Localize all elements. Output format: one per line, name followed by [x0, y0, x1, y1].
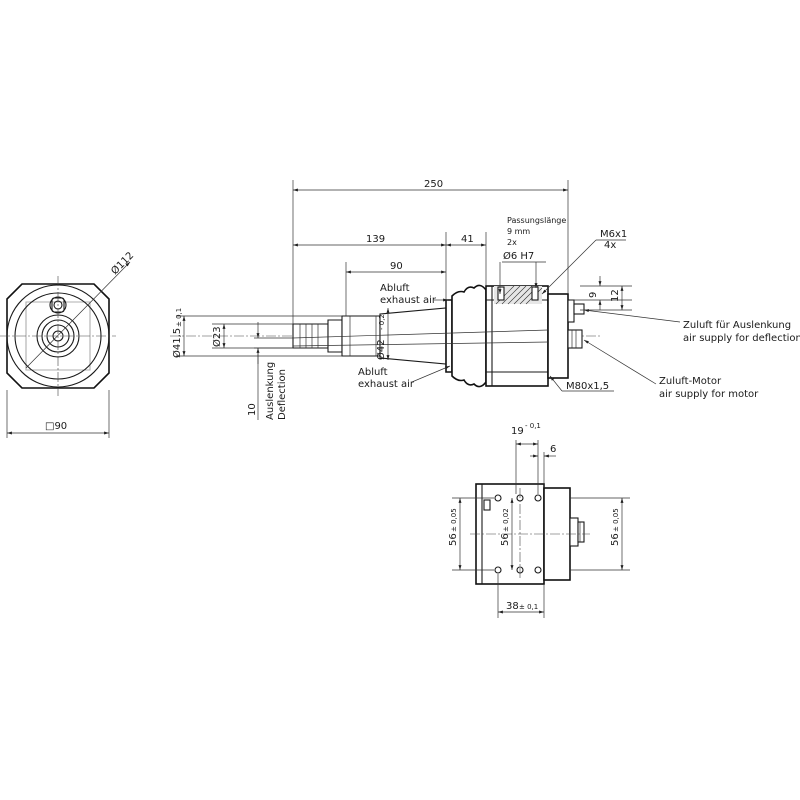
dim-250-label: 250 [424, 179, 443, 190]
dim-56-mid-label: 56 [500, 533, 511, 546]
auslenkung-en-label: Deflection [277, 369, 288, 420]
rear-view: 19 - 0,1 6 56 ± 0,05 56 ± 0,02 56 ± 0,05… [448, 422, 630, 618]
dia-112-label: Ø112 [109, 250, 137, 278]
side-view: 250 139 41 90 Ø41,5 ± 0,1 Ø23 Ø42 - 0,2 [170, 179, 800, 420]
dim-56-left-label: 56 [448, 533, 459, 546]
abluft-bottom-en-label: exhaust air [358, 379, 415, 390]
dim-139-label: 139 [366, 234, 385, 245]
abluft-top-de-label: Abluft [380, 283, 410, 294]
zuluft-deflection-en-label: air supply for deflection [683, 333, 800, 344]
dim-56-left-tol: ± 0,05 [450, 508, 458, 532]
dim-56-right-label: 56 [610, 533, 621, 546]
dia-41-5-label: Ø41,5 [171, 328, 183, 358]
offset-10-label: 10 [247, 403, 258, 416]
dim-9-label: 9 [588, 292, 599, 298]
dim-12-label: 12 [610, 289, 621, 302]
zuluft-deflection-de-label: Zuluft für Auslenkung [683, 320, 791, 331]
zuluft-motor-en-label: air supply for motor [659, 389, 759, 400]
abluft-bottom-de-label: Abluft [358, 367, 388, 378]
zuluft-motor-de-label: Zuluft-Motor [659, 376, 722, 387]
dim-38-tol: ± 0,1 [519, 603, 538, 611]
dim-6-label: 6 [550, 444, 556, 455]
thread-m6-label: M6x1 [600, 229, 627, 240]
passungslaenge-count-label: 2x [507, 238, 517, 247]
passungslaenge-value-label: 9 mm [507, 227, 530, 236]
dim-56-right-tol: ± 0,05 [612, 508, 620, 532]
dim-56-mid-tol: ± 0,02 [502, 508, 510, 532]
square-90-label: □90 [45, 421, 67, 432]
dim-90-label: 90 [390, 261, 403, 272]
front-view: Ø112 □90 [0, 250, 136, 438]
dim-19-tol: - 0,1 [525, 422, 541, 430]
dia-42-label: Ø42 [375, 339, 387, 360]
auslenkung-de-label: Auslenkung [265, 362, 276, 420]
thread-m6-count-label: 4x [604, 240, 616, 251]
fit-bore-label: Ø6 H7 [503, 250, 534, 262]
dia-42-tol: - 0,2 [378, 314, 386, 330]
dim-19-label: 19 [511, 426, 524, 437]
dim-41-label: 41 [461, 234, 474, 245]
thread-m80-label: M80x1,5 [566, 381, 609, 392]
dim-38-label: 38 [506, 601, 519, 612]
passungslaenge-title-label: Passungslänge [507, 216, 566, 225]
dia-41-5-tol: ± 0,1 [175, 308, 183, 327]
dia-23-label: Ø23 [211, 326, 223, 347]
abluft-top-en-label: exhaust air [380, 295, 437, 306]
